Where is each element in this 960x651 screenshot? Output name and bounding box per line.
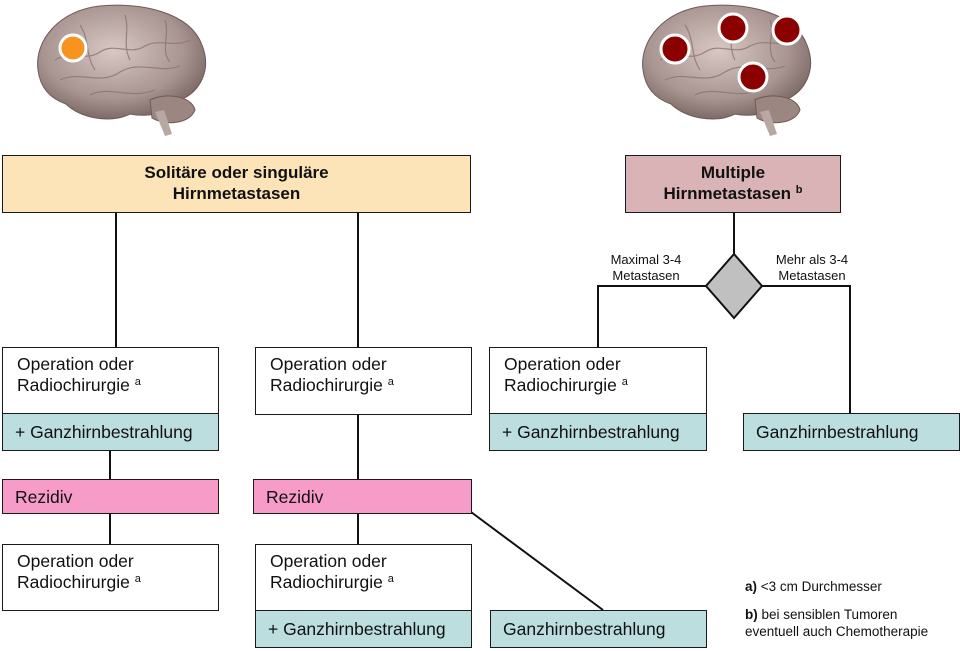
node-recurrence: Rezidiv [2,479,219,514]
decision-label-max-3-4: Maximal 3-4 Metastasen [610,252,682,283]
footnote-marker-a: a [387,376,394,388]
decision-label-more-than-3-4: Mehr als 3-4 Metastasen [775,252,849,283]
connector-diamond-right [762,285,851,414]
lesion-dot [659,33,691,65]
footnote-marker-a: a [134,376,141,388]
node-operation-radiosurgery: Operation oder Radiochirurgie a [2,347,219,415]
footnote-b: b) bei sensiblen Tumoren eventuell auch … [745,607,929,639]
header-multiple-metastases: Multiple Hirnmetastasen b [625,155,841,213]
footnote-a: a) <3 cm Durchmesser [745,579,882,594]
node-whole-brain-radiation: Ganzhirnbestrahlung [743,413,960,451]
node-operation-radiosurgery: Operation oder Radiochirurgie a [255,544,472,611]
node-plus-whole-brain-radiation: + Ganzhirnbestrahlung [255,610,472,648]
brainstem-shape [760,110,777,136]
node-operation-radiosurgery: Operation oder Radiochirurgie a [255,347,472,415]
lesion-dot [771,14,803,46]
brain-illustration-single [37,4,207,136]
header-multiple-line2: Hirnmetastasen b [663,184,803,203]
cerebellum-shape [149,95,196,124]
cerebrum-shape [37,4,207,120]
node-recurrence: Rezidiv [253,479,472,514]
header-solitary-metastases: Solitäre oder singuläre Hirnmetastasen [2,155,471,213]
connector-rezidiv-wbrt-diagonal [470,511,604,611]
brainstem-shape [155,110,172,136]
node-operation-radiosurgery: Operation oder Radiochirurgie a [489,347,707,415]
cerebellum-shape [754,95,801,124]
decision-diamond [704,252,764,320]
lesion-dot [58,33,88,63]
lesion-dot [737,61,769,93]
footnote-marker-a: a [134,573,141,585]
node-operation-radiosurgery: Operation oder Radiochirurgie a [2,544,219,611]
connector-diamond-left [597,285,706,347]
footnote-marker-b: b [795,184,803,196]
node-plus-whole-brain-radiation: + Ganzhirnbestrahlung [2,413,219,451]
node-whole-brain-radiation: Ganzhirnbestrahlung [490,610,707,648]
lesion-dot [717,12,749,44]
header-solitary-line1: Solitäre oder singuläre [144,163,329,182]
header-multiple-line1: Multiple [700,163,766,182]
footnote-marker-a: a [621,376,628,388]
footnote-marker-a: a [387,573,394,585]
node-plus-whole-brain-radiation: + Ganzhirnbestrahlung [489,413,707,451]
header-solitary-line2: Hirnmetastasen [172,184,301,203]
brain-illustration-multiple [642,4,812,136]
cerebrum-shape [642,4,812,120]
